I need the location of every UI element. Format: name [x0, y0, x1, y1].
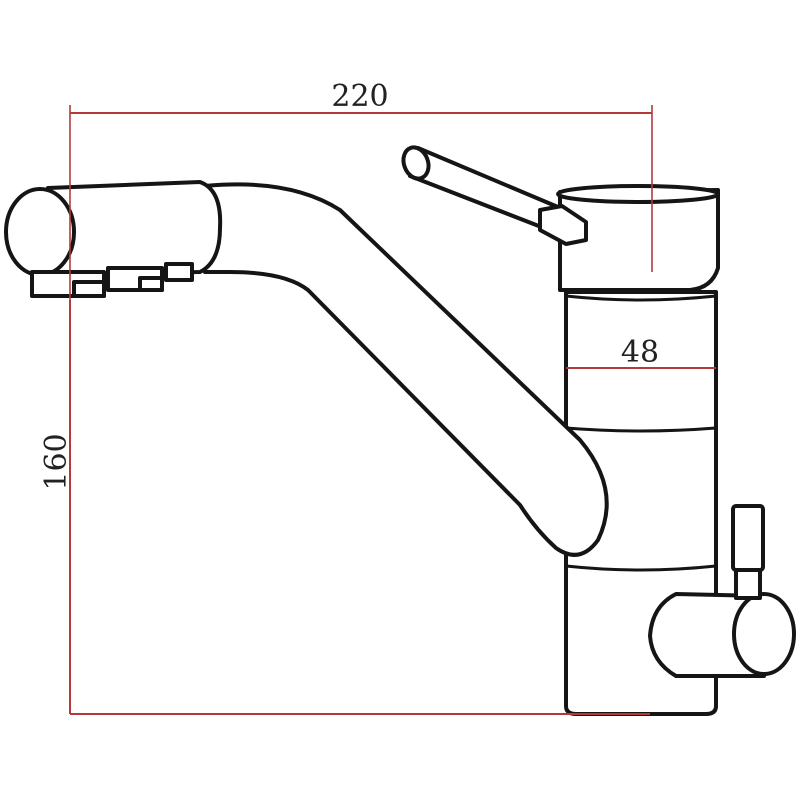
- side-tap-cylinder: [648, 592, 766, 678]
- head-block: [558, 188, 720, 292]
- height-dimension-label: 160: [39, 433, 74, 490]
- head-rim: [556, 184, 720, 204]
- spout-head: [46, 180, 223, 276]
- outlet-right: [164, 262, 194, 282]
- spout: [4, 180, 609, 557]
- upper-ring: [564, 294, 718, 302]
- outlet-left-tip: [72, 280, 106, 298]
- side-filter-tap: [648, 504, 796, 678]
- lever-collar: [538, 204, 588, 246]
- side-tap-cap: [732, 592, 796, 676]
- dimension-lines: [69, 105, 716, 715]
- side-tap-handle: [731, 504, 765, 572]
- lower-ring: [564, 564, 718, 572]
- lever-knob: [401, 145, 431, 181]
- spout-cap: [4, 187, 76, 277]
- body-dimension-label: 48: [621, 335, 659, 370]
- mixer-head: [401, 145, 720, 292]
- middle-ring: [564, 426, 718, 433]
- width-dimension-label: 220: [331, 79, 388, 114]
- spout-arm: [203, 182, 609, 557]
- outlet-middle-tip: [138, 276, 164, 292]
